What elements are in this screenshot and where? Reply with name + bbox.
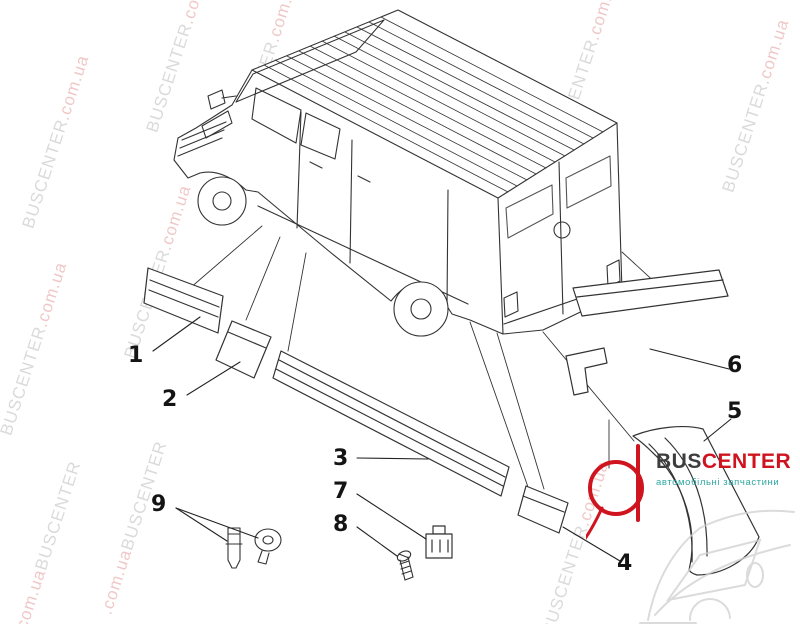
buscenter-logo: BUSCENTER автомобільні запчастини — [586, 436, 796, 546]
part-label-4: 4 — [617, 551, 633, 576]
van-sketch-watermark — [639, 509, 795, 624]
construction-lines — [181, 225, 660, 490]
roof-ribs — [263, 16, 604, 193]
part-7-clip — [425, 525, 453, 559]
taillight-left — [503, 291, 519, 318]
part-label-9: 9 — [151, 492, 167, 517]
logo-tagline: автомобільні запчастини — [656, 477, 780, 488]
taillight-right — [606, 259, 621, 288]
part-6-molding — [565, 269, 729, 396]
logo-text-bus: BUS — [656, 450, 702, 473]
part-5-corner-trim — [632, 425, 760, 576]
part-label-1: 1 — [128, 343, 144, 368]
part-8-screw — [396, 550, 414, 581]
part-label-5: 5 — [727, 399, 743, 424]
part-label-2: 2 — [162, 387, 178, 412]
logo-wordmark: BUSCENTER — [656, 450, 791, 474]
headlight — [201, 110, 233, 139]
part-4-molding — [517, 485, 569, 534]
side-mirror — [207, 89, 226, 110]
rear-wheel — [393, 281, 449, 337]
buscenter-emblem-icon — [586, 444, 644, 540]
part-3-molding — [272, 350, 510, 497]
part-label-8: 8 — [333, 512, 349, 537]
cab-window — [251, 87, 302, 144]
part-label-7: 7 — [333, 479, 349, 504]
rear-emblem — [553, 221, 571, 239]
part-label-6: 6 — [727, 353, 743, 378]
front-wheel — [197, 176, 247, 226]
leader-lines — [152, 316, 732, 562]
part-label-3: 3 — [333, 446, 349, 471]
door-window — [300, 112, 341, 160]
part-2-molding — [215, 320, 272, 379]
windshield — [235, 19, 385, 103]
van-illustration — [173, 9, 623, 337]
part-1-molding — [143, 267, 224, 334]
part-9-fasteners — [225, 527, 282, 569]
logo-text-center: CENTER — [701, 450, 792, 473]
